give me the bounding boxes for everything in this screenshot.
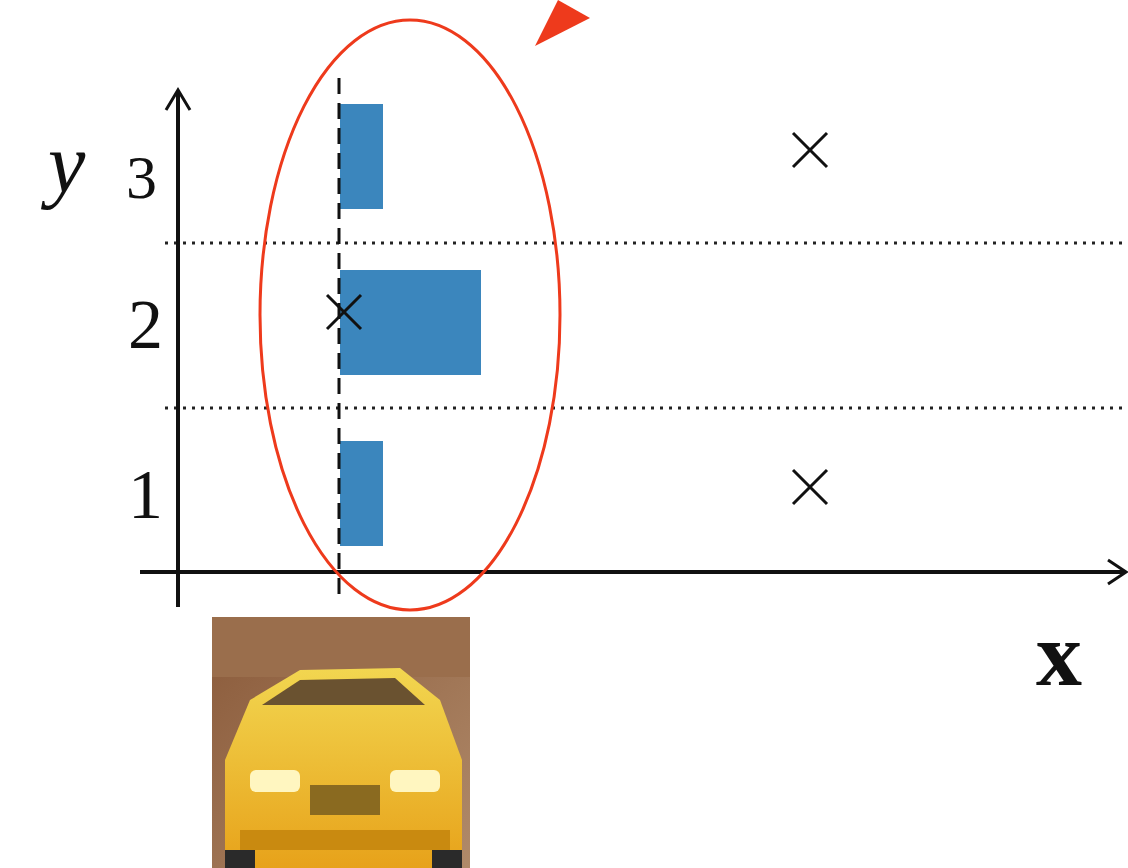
pointer-arrow (535, 0, 590, 46)
histogram-bar (340, 441, 383, 546)
axis-arrow (166, 90, 190, 110)
histogram-bar (340, 270, 481, 375)
axis-label: y (48, 122, 85, 206)
tick-label: 1 (128, 460, 163, 530)
data-point (327, 133, 827, 504)
y-axis (176, 92, 180, 607)
highlight-ellipse (260, 20, 560, 610)
histogram-bar (340, 104, 383, 209)
dotted-line (165, 242, 1128, 245)
dotted-line (165, 407, 1128, 410)
x-axis (140, 570, 1124, 574)
axis-label: x (1036, 608, 1082, 700)
axis-arrow (1108, 560, 1126, 584)
tick-label: 3 (126, 146, 157, 208)
dashed-line (338, 78, 341, 602)
car-image (212, 617, 470, 868)
tick-label: 2 (128, 290, 163, 360)
